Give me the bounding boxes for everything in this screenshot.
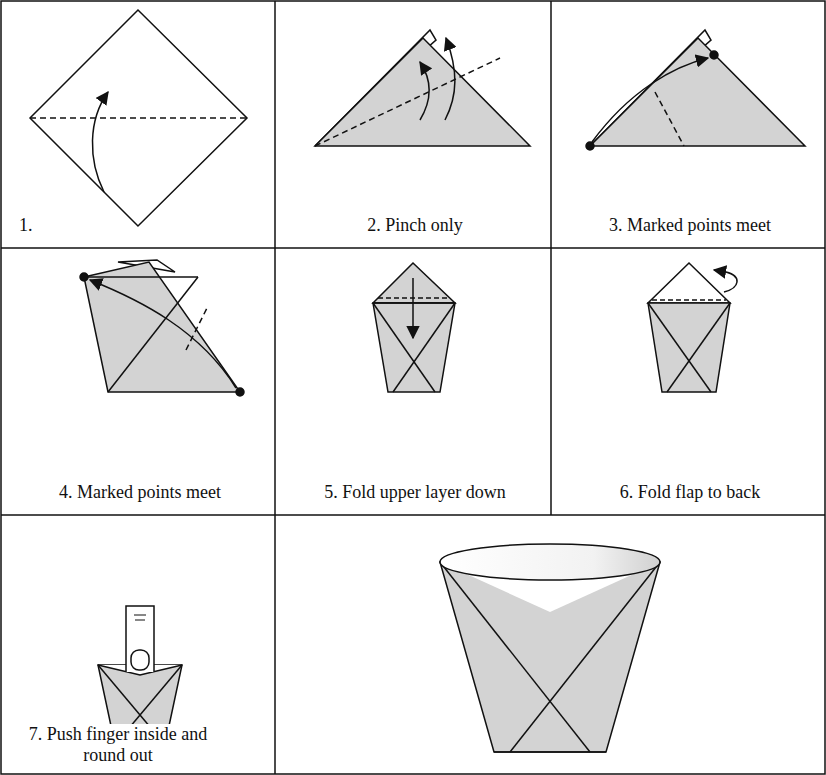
step-panel: 1. bbox=[1, 1, 275, 248]
step-caption: 4. Marked points meet bbox=[9, 482, 271, 503]
step-panel: 5. Fold upper layer down bbox=[275, 248, 551, 515]
step-caption: 7. Push finger inside and round out bbox=[11, 724, 225, 766]
step-panel: 7. Push finger inside and round out bbox=[1, 515, 275, 774]
step-panel: 4. Marked points meet bbox=[1, 248, 275, 515]
folded-corner bbox=[80, 260, 244, 396]
cup-shape bbox=[648, 263, 737, 392]
cup-shape bbox=[373, 263, 455, 392]
step-caption: 3. Marked points meet bbox=[559, 215, 821, 236]
step-panel: 2. Pinch only bbox=[275, 1, 551, 248]
step-panel: 3. Marked points meet bbox=[551, 1, 825, 248]
step-caption: 5. Fold upper layer down bbox=[281, 482, 549, 503]
finished-cup bbox=[440, 544, 660, 752]
cup-with-finger bbox=[98, 606, 182, 740]
step-caption: 2. Pinch only bbox=[283, 215, 547, 236]
step-caption: 6. Fold flap to back bbox=[559, 482, 821, 503]
folded-triangle bbox=[315, 30, 530, 146]
folded-triangle bbox=[586, 30, 805, 150]
step-panel: 6. Fold flap to back bbox=[551, 248, 825, 515]
step-caption: 1. bbox=[17, 215, 81, 236]
square-sheet bbox=[30, 10, 247, 226]
